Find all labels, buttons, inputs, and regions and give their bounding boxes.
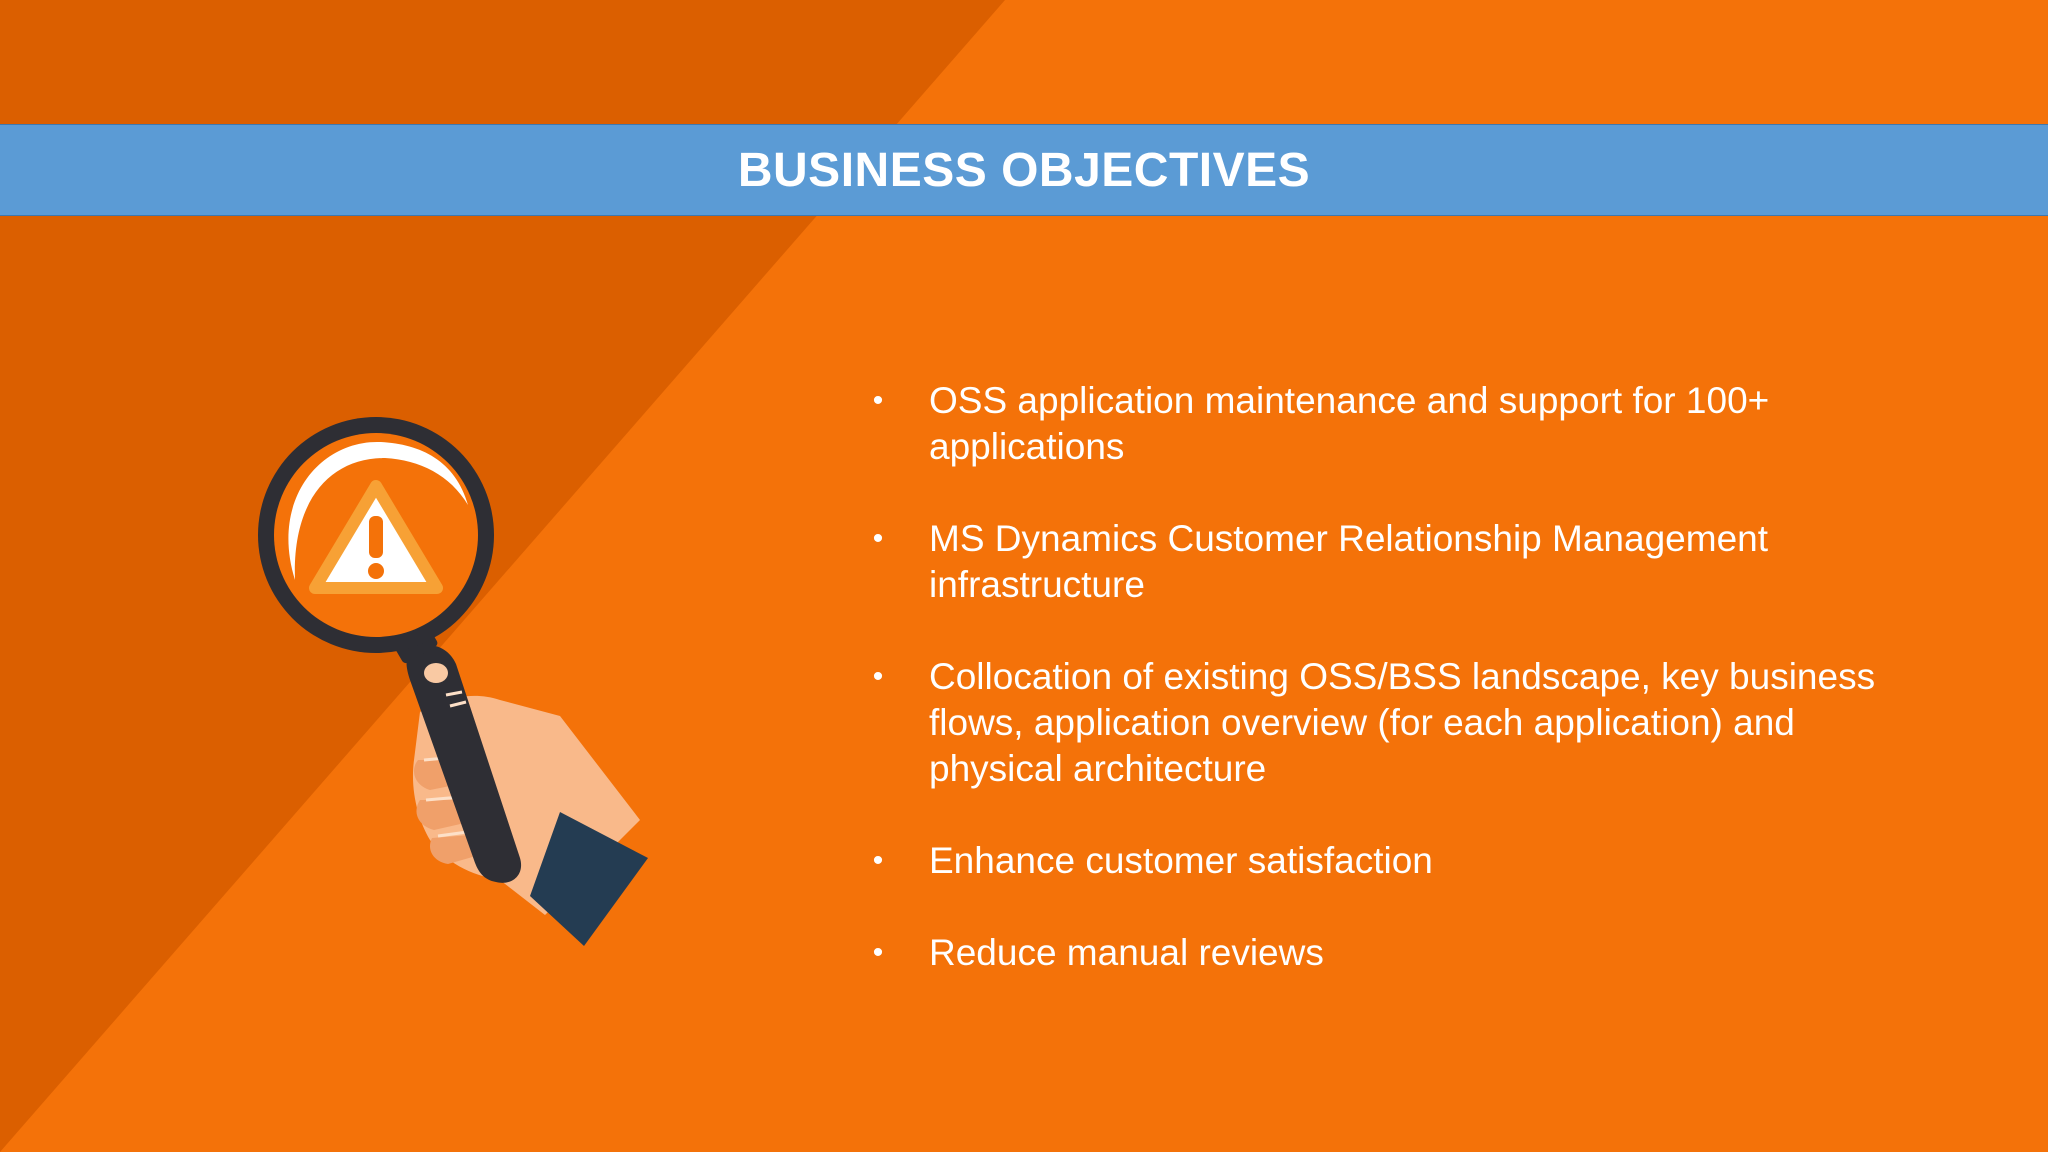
list-item-text: Collocation of existing OSS/BSS landscap… xyxy=(929,656,1876,789)
list-item: • OSS application maintenance and suppor… xyxy=(868,378,1878,470)
list-item: • Reduce manual reviews xyxy=(868,930,1878,976)
list-item-text: Enhance customer satisfaction xyxy=(929,840,1433,881)
list-item-text: Reduce manual reviews xyxy=(929,932,1324,973)
bullet-marker: • xyxy=(872,844,884,877)
list-item-text: MS Dynamics Customer Relationship Manage… xyxy=(929,518,1769,605)
list-item: • MS Dynamics Customer Relationship Mana… xyxy=(868,516,1878,608)
bullet-marker: • xyxy=(872,384,884,417)
list-item: • Enhance customer satisfaction xyxy=(868,838,1878,884)
objectives-list: • OSS application maintenance and suppor… xyxy=(868,378,1878,1022)
title-banner: BUSINESS OBJECTIVES xyxy=(0,124,2048,216)
page-title: BUSINESS OBJECTIVES xyxy=(737,143,1311,197)
list-item: • Collocation of existing OSS/BSS landsc… xyxy=(868,654,1878,792)
bullet-marker: • xyxy=(872,660,884,693)
list-item-text: OSS application maintenance and support … xyxy=(929,380,1770,467)
bullet-marker: • xyxy=(872,522,884,555)
bullet-marker: • xyxy=(872,936,884,969)
